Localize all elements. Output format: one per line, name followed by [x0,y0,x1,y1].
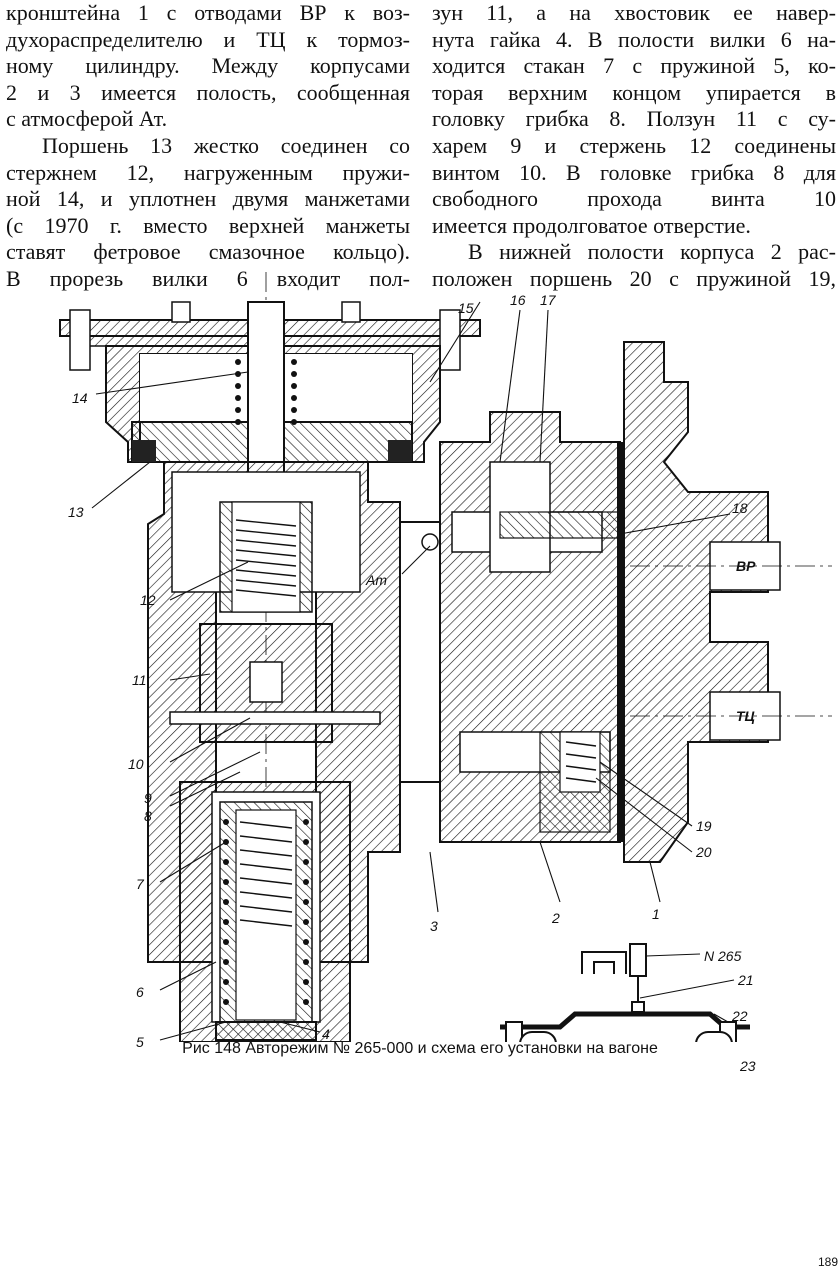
text-line: харем 9 и стержень 12 соединены [432,132,836,158]
text-column-left: кронштейна 1 с отводами ВР к воз- духора… [6,0,410,293]
text-column-right: зун 11, а на хвостовик ее навер- нута га… [432,0,836,293]
page-number: 189 [817,1255,838,1269]
callout-7: 7 [136,876,144,892]
text-line: кронштейна 1 с отводами ВР к воз- [6,0,410,25]
callout-at: Ат [366,572,387,588]
callout-13: 13 [68,504,84,520]
callout-6: 6 [136,984,144,1000]
callout-15: 15 [458,300,474,316]
nut-4 [215,1021,317,1041]
mechanism-cross-section [59,272,832,1042]
wagon-scheme [500,943,750,1042]
text-line: (с 1970 г. вместо верхней манжеты [6,212,410,238]
callout-3: 3 [430,918,438,934]
leader-lines [91,301,735,1041]
text-line: В прорезь вилки 6 входит пол- [6,265,410,291]
text-line: положен поршень 20 с пружиной 19, [432,265,836,291]
callout-22: 22 [732,1008,748,1024]
text-line: ходится стакан 7 с пружиной 5, ко- [432,53,836,79]
figure-caption: Рис 148 Авторежим № 265-000 и схема его … [182,1040,658,1057]
spring-5 [223,819,309,1005]
text-line: В нижней полости корпуса 2 рас- [468,239,836,265]
text-line: ставят фетровое смазочное кольцо). [6,239,410,265]
callout-4: 4 [322,1026,330,1042]
text-line: с атмосферой Ат. [6,106,168,132]
text-line: винтом 10. В головке грибка 8 для [432,159,836,185]
port-label-vr: ВР [736,558,756,574]
port-label-tc: ТЦ [736,708,755,724]
callout-20: 20 [696,844,712,860]
callout-11: 11 [132,672,147,688]
text-line: 2 и 3 имеется полость, сообщенная [6,79,410,105]
callout-16: 16 [510,292,526,308]
autoregime-drawing: 14 13 12 11 10 9 8 7 6 5 4 15 16 17 18 А… [20,262,836,1074]
bracket-1 [623,341,769,863]
text-line: нута гайка 4. В полости вилки 6 на- [432,26,836,52]
callout-21: 21 [738,972,754,988]
text-line: свободного прохода винта 10 [432,186,836,212]
callout-19: 19 [696,818,712,834]
callout-17: 17 [540,292,556,308]
callout-14: 14 [72,390,88,406]
text-line: головку грибка 8. Ползун 11 с су- [432,106,836,132]
screw-10 [169,711,381,725]
text-line: духораспределителю и ТЦ к тормоз- [6,26,410,52]
text-line: стержнем 12, нагруженным пружи- [6,159,410,185]
text-line: торая верхним концом упирается в [432,79,836,105]
text-line: ному цилиндру. Между корпусами [6,53,410,79]
text-line: Поршень 13 жестко соединен со [42,132,410,158]
callout-23: 23 [740,1058,756,1074]
callout-9: 9 [144,790,152,806]
callout-5: 5 [136,1034,144,1050]
callout-12: 12 [140,592,156,608]
callout-2: 2 [552,910,560,926]
spring-14 [235,359,297,425]
callout-10: 10 [128,756,144,772]
callout-8: 8 [144,808,152,824]
text-line: зун 11, а на хвостовик ее навер- [432,0,836,25]
cover-bolts [69,301,461,371]
callout-n265: N 265 [704,948,742,964]
callout-1: 1 [652,906,660,922]
text-line: имеется продолговатое отверстие. [432,212,751,238]
text-line: ной 14, и уплотнен двумя манжетами [6,186,410,212]
callout-18: 18 [732,500,748,516]
